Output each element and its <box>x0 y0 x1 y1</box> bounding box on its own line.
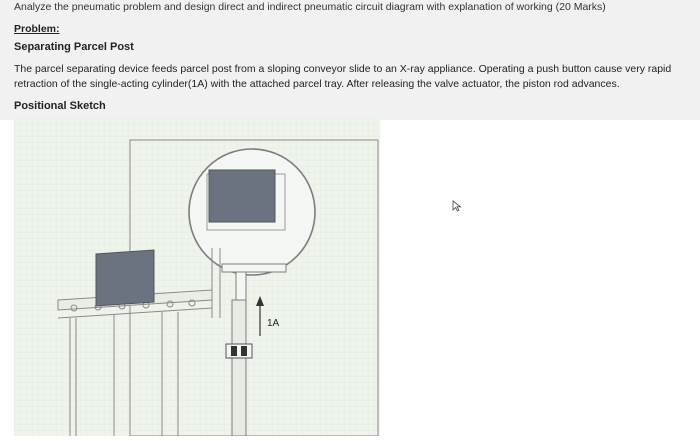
cylinder-1a-port <box>231 346 237 356</box>
mouse-pointer-icon <box>452 200 462 212</box>
conveyor-slide-lower-edge <box>57 307 213 319</box>
problem-label: Problem: <box>14 23 60 35</box>
roller <box>188 299 196 307</box>
roller <box>166 300 174 308</box>
parcel-box-top <box>208 169 276 223</box>
cylinder-1a-label: 1A <box>267 318 280 329</box>
parcel-box-slide <box>95 249 155 307</box>
sketch-grid <box>14 118 380 436</box>
positional-sketch: 1A <box>14 118 380 437</box>
positional-sketch-diagram: 1A <box>14 118 380 437</box>
tray-arm <box>221 263 287 273</box>
tray-arm-support <box>235 271 247 301</box>
cylinder-1a-body <box>225 343 253 359</box>
motion-arrow-head <box>256 296 264 306</box>
sketch-label: Positional Sketch <box>14 100 106 112</box>
question-panel <box>0 0 700 120</box>
question-title: Analyze the pneumatic problem and design… <box>14 1 606 13</box>
cylinder-1a-port <box>241 346 247 356</box>
problem-description: The parcel separating device feeds parce… <box>14 63 672 90</box>
roller <box>70 304 78 312</box>
problem-subtitle: Separating Parcel Post <box>14 41 134 53</box>
cylinder-1a-rod <box>231 299 247 437</box>
